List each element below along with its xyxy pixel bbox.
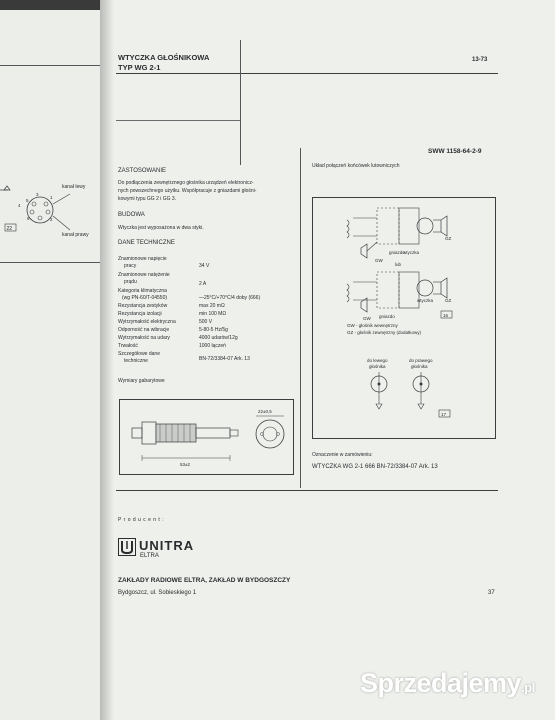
left-page-rule-top <box>0 65 100 66</box>
watermark-text: Sprzedajemy <box>360 668 522 698</box>
book-gutter-shadow <box>100 0 114 720</box>
figure-label-16: 16 <box>443 313 449 318</box>
legend-gw: GW - głośnik wewnętrzny <box>347 323 399 328</box>
page-code: 13-73 <box>472 57 488 63</box>
header-rule <box>116 73 498 74</box>
spec-value-voltage: 34 V <box>199 263 210 269</box>
spec-label-dielectric: Wytrzymałość elektryczna <box>118 319 176 325</box>
watermark-suffix: .pl <box>521 680 535 695</box>
spec-value-shock: 4000 udarów/12g <box>199 335 238 341</box>
spec-value-contact-resistance: max 20 mΩ <box>199 303 225 309</box>
left-box-label: 22 <box>7 226 13 232</box>
producer-label: P r o d u c e n t : <box>118 517 165 523</box>
label-gniazdo-2: gniazdo <box>379 314 395 319</box>
heading-wymiary: Wymiary gabarytowe <box>118 378 165 384</box>
left-page-rule-bottom <box>0 262 100 263</box>
spec-value-vibration: 5-80-5 Hz/5g <box>199 327 228 333</box>
spec-label-current: Znamionowe natężenie <box>118 272 170 278</box>
column-divider <box>300 148 301 488</box>
spec-label-contact-resistance: Rezystancja zestyków <box>118 303 168 309</box>
pin-label-2: 2 <box>50 217 53 222</box>
standard-number: SWW 1158-64-2-9 <box>428 148 482 155</box>
company-address: Bydgoszcz, ul. Sobieskiego 1 <box>118 590 197 596</box>
spec-label-details: Szczegółowe dane <box>118 351 160 357</box>
pin-label-1: 1 <box>50 195 53 200</box>
spec-label-climate: Kategoria klimatyczna <box>118 288 167 294</box>
footer-rule <box>116 490 498 491</box>
spec-value-durability: 1000 łączeń <box>199 343 226 349</box>
heading-zastosowanie: ZASTOSOWANIE <box>118 168 167 174</box>
dim-length: 53±2 <box>180 462 190 467</box>
zastosowanie-line-1: Do podłączenia zewnętrznego głośnika urz… <box>118 180 254 186</box>
label-gw-1: GW <box>375 258 384 263</box>
spec-value-insulation: min 100 MΩ <box>199 311 227 317</box>
spec-value-details: BN-72/3384-07 Ark. 13 <box>199 356 250 362</box>
label-wtyczka-2: wtyczka <box>417 298 434 303</box>
left-page <box>0 10 111 720</box>
pin-label-4: 4 <box>18 203 21 208</box>
spec-value-current: 2 A <box>199 281 207 287</box>
spec-value-dielectric: 500 V <box>199 319 213 325</box>
zastosowanie-line-2: nych powszechnego użytku. Współpracuje z… <box>118 188 257 194</box>
label-lub: lub <box>395 262 402 267</box>
spec-label-voltage: Znamionowe napięcie <box>118 256 167 262</box>
page-number: 37 <box>488 590 495 596</box>
label-gw-2: GW <box>363 316 372 321</box>
spec-label-voltage-2: pracy <box>124 263 137 269</box>
left-speaker-label-2: głośnika <box>369 364 386 369</box>
pin-label-6: 6 <box>27 216 30 221</box>
zastosowanie-line-3: kowymi typu GG 2 i GG 3. <box>118 196 177 202</box>
dim-diameter: 22±0,5 <box>258 409 272 414</box>
label-gniazdo-1: gniazdo <box>389 250 405 255</box>
left-connector-diagram: 22 4 3 5 1 6 2 <box>0 185 71 232</box>
heading-budowa: BUDOWA <box>118 212 145 218</box>
legend-gz: GZ - głośnik zewnętrzny (dodatkowy) <box>347 330 422 335</box>
wiring-heading: Układ połączeń końcówek lutowniczych <box>312 163 400 169</box>
company-name: ZAKŁADY RADIOWE ELTRA, ZAKŁAD W BYDGOSZC… <box>118 577 291 584</box>
wiring-frame <box>312 197 496 439</box>
right-speaker-label-2: głośnika <box>411 364 428 369</box>
sub-brand-name: ELTRA <box>140 553 159 559</box>
spec-label-current-2: prądu <box>124 279 137 285</box>
document-title: WTYCZKA GŁOŚNIKOWA <box>118 53 210 62</box>
header-column-divider <box>240 40 241 165</box>
right-speaker-label-1: do prawego <box>409 358 433 363</box>
spec-value-climate: —25°C/+70°C/4 doby (666) <box>199 295 261 301</box>
figure-label-17: 17 <box>441 412 447 417</box>
heading-dane-techniczne: DANE TECHNICZNE <box>118 240 175 246</box>
pin-label-3: 3 <box>36 192 39 197</box>
order-value: WTYCZKA WG 2-1 666 BN-72/3384-07 Ark. 13 <box>312 464 438 470</box>
header-short-rule <box>116 120 240 121</box>
label-wtyczka-1: wtyczka <box>403 250 420 255</box>
unitra-logo-icon <box>118 538 136 556</box>
spec-label-details-2: techniczne <box>124 358 148 364</box>
label-gz-2: GZ <box>445 298 452 303</box>
spec-label-insulation: Rezystancja izolacji <box>118 311 162 317</box>
wiring-diagram: wtyczka GZ GW gniazdo lub gniazdo wtyczk… <box>346 207 453 418</box>
brand-name: UNITRA <box>139 538 195 553</box>
left-speaker-label-1: do lewego <box>367 358 388 363</box>
spec-label-vibration: Odporność na wibracje <box>118 327 170 333</box>
left-channel-label: kanał lewy <box>62 184 86 190</box>
pin-label-5: 5 <box>26 198 29 203</box>
watermark-logo: Sprzedajemy.pl <box>360 668 535 699</box>
spec-label-shock: Wytrzymałość na udary <box>118 335 170 341</box>
dimension-drawing-frame <box>119 399 294 475</box>
spec-label-durability: Trwałość <box>118 343 138 349</box>
document-subtitle: TYP WG 2-1 <box>118 63 161 72</box>
label-gz-1: GZ <box>445 236 452 241</box>
right-channel-label: kanał prawy <box>62 232 89 238</box>
order-heading: Oznaczenie w zamówieniu: <box>312 452 373 458</box>
budowa-line-1: Wtyczka jest wyposażona w dwa styki. <box>118 225 204 231</box>
dimension-drawing: 53±2 22±0,5 <box>131 409 285 467</box>
spec-label-climate-2: (wg PN-60/T-04550) <box>122 295 168 301</box>
